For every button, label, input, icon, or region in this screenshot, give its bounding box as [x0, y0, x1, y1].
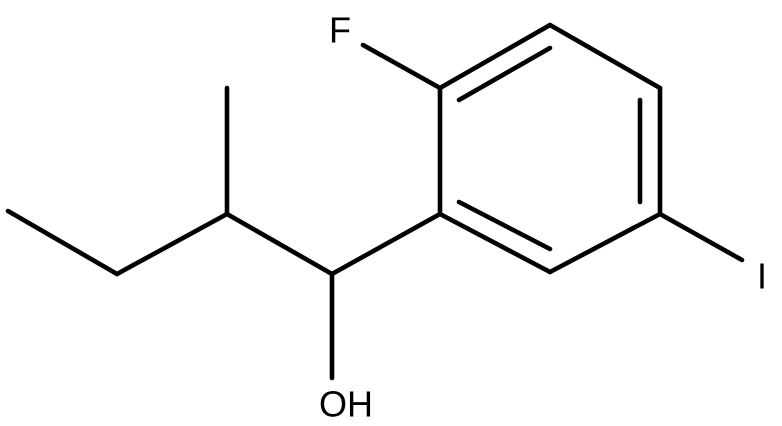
bond-ch2-ch3: [5, 208, 120, 277]
atom-label-iodine: I: [757, 256, 767, 297]
bond-inner-c1-c2: [456, 45, 553, 103]
bond-c4-iodine: [657, 211, 745, 263]
bond-ring-c4-c5: [547, 211, 663, 275]
atom-label-hydroxyl: OH: [319, 384, 373, 425]
bond-ring-c5-c6: [437, 211, 553, 275]
bond-c1-fluorine: [360, 42, 443, 91]
bond-inner-c5-c6: [456, 199, 553, 252]
bond-ch-ch2: [114, 211, 230, 277]
bond-c6-carbinol: [329, 211, 443, 277]
bond-carbinol-ch: [224, 211, 335, 277]
bond-ring-c2-c3: [547, 22, 663, 91]
atom-label-fluorine: F: [329, 10, 351, 51]
bond-ring-c1-c2: [437, 22, 553, 91]
